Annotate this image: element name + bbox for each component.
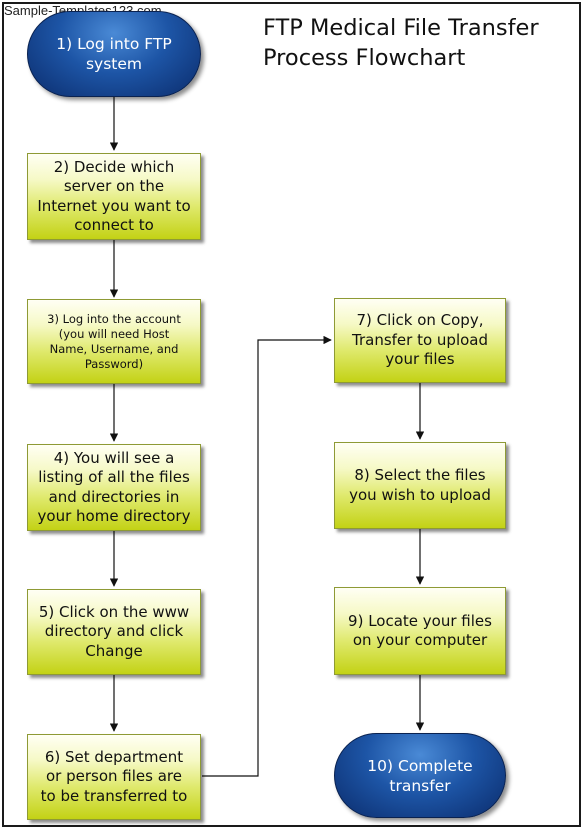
step-10-label: 10) Complete transfer <box>367 756 473 795</box>
step-8-label: 8) Select the files you wish to upload <box>349 466 491 504</box>
diagram-frame <box>2 2 581 827</box>
step-9-label: 9) Locate your files on your computer <box>348 611 492 650</box>
step-3-label: 3) Log into the account (you will need H… <box>47 311 181 371</box>
diagram-title: FTP Medical File Transfer Process Flowch… <box>263 13 583 73</box>
step-8-process: 8) Select the files you wish to upload <box>334 442 506 529</box>
title-line-2: Process Flowchart <box>263 45 466 71</box>
step-9-process: 9) Locate your files on your computer <box>334 587 506 675</box>
step-1-terminal: 1) Log into FTP system <box>27 11 201 97</box>
step-2-process: 2) Decide which server on the Internet y… <box>27 153 201 240</box>
step-3-process: 3) Log into the account (you will need H… <box>27 299 201 384</box>
title-line-1: FTP Medical File Transfer <box>263 15 539 41</box>
step-1-label: 1) Log into FTP system <box>56 35 172 73</box>
step-7-process: 7) Click on Copy, Transfer to upload you… <box>334 298 506 383</box>
step-5-label: 5) Click on the www directory and click … <box>38 602 190 660</box>
step-6-label: 6) Set department or person files are to… <box>40 747 188 805</box>
step-5-process: 5) Click on the www directory and click … <box>27 589 201 675</box>
step-4-process: 4) You will see a listing of all the fil… <box>27 444 201 531</box>
connector-s6-s7 <box>202 335 332 777</box>
step-6-process: 6) Set department or person files are to… <box>27 734 201 820</box>
step-7-label: 7) Click on Copy, Transfer to upload you… <box>352 311 488 369</box>
step-2-label: 2) Decide which server on the Internet y… <box>37 157 191 235</box>
step-4-label: 4) You will see a listing of all the fil… <box>37 448 191 526</box>
step-10-terminal: 10) Complete transfer <box>334 733 506 818</box>
